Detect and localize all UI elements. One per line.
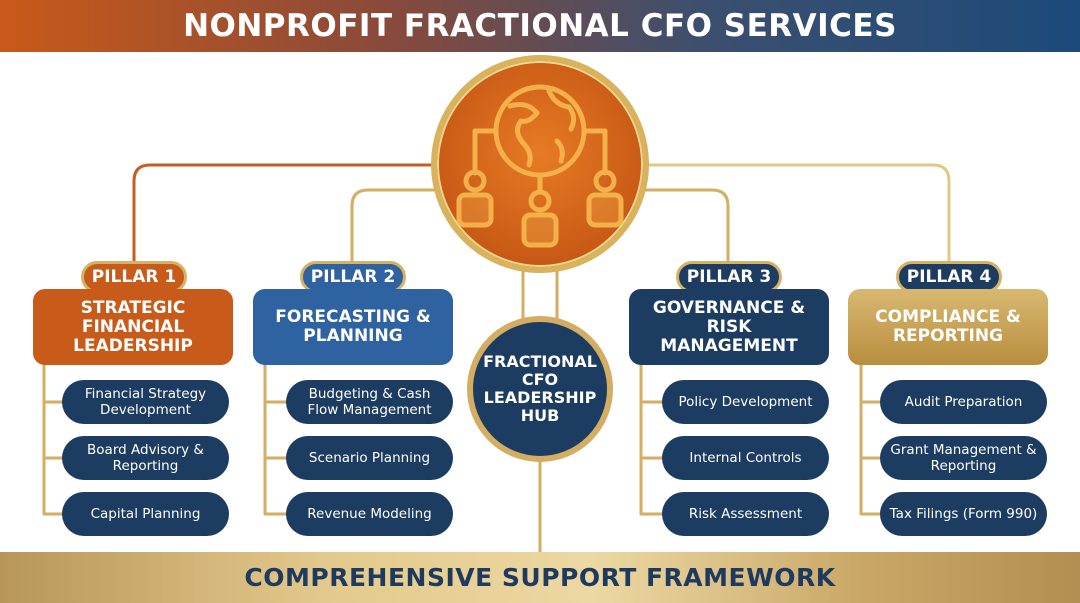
pillar-1-title: STRATEGIC FINANCIAL LEADERSHIP	[33, 289, 233, 365]
pillar-1-item: Financial Strategy Development	[62, 380, 229, 424]
pillar-1-item: Capital Planning	[62, 492, 229, 536]
hub-label: FRACTIONAL CFO LEADERSHIP HUB	[483, 352, 597, 425]
pillar-4-title: COMPLIANCE & REPORTING	[848, 289, 1048, 365]
pillar-3-item: Policy Development	[662, 380, 829, 424]
page-title: NONPROFIT FRACTIONAL CFO SERVICES	[183, 8, 897, 44]
pillar-4-item: Tax Filings (Form 990)	[880, 492, 1047, 536]
footer-title: COMPREHENSIVE SUPPORT FRAMEWORK	[244, 563, 836, 592]
pillar-2-title: FORECASTING & PLANNING	[253, 289, 453, 365]
pillar-4-item: Audit Preparation	[880, 380, 1047, 424]
footer-banner: COMPREHENSIVE SUPPORT FRAMEWORK	[0, 552, 1080, 603]
globe-network-people-icon	[456, 84, 624, 248]
pillar-4-item: Grant Management & Reporting	[880, 436, 1047, 480]
pillar-3-item: Risk Assessment	[662, 492, 829, 536]
pillar-2-item: Budgeting & Cash Flow Management	[286, 380, 453, 424]
pillar-2-item: Scenario Planning	[286, 436, 453, 480]
pillar-3-title: GOVERNANCE & RISK MANAGEMENT	[629, 289, 829, 365]
pillar-3-item: Internal Controls	[662, 436, 829, 480]
pillar-2-item: Revenue Modeling	[286, 492, 453, 536]
leadership-hub: FRACTIONAL CFO LEADERSHIP HUB	[467, 316, 613, 462]
pillar-1-item: Board Advisory & Reporting	[62, 436, 229, 480]
pillar-3-badge: PILLAR 3	[676, 261, 782, 293]
header-banner: NONPROFIT FRACTIONAL CFO SERVICES	[0, 0, 1080, 52]
hub-icon-circle	[431, 55, 649, 273]
